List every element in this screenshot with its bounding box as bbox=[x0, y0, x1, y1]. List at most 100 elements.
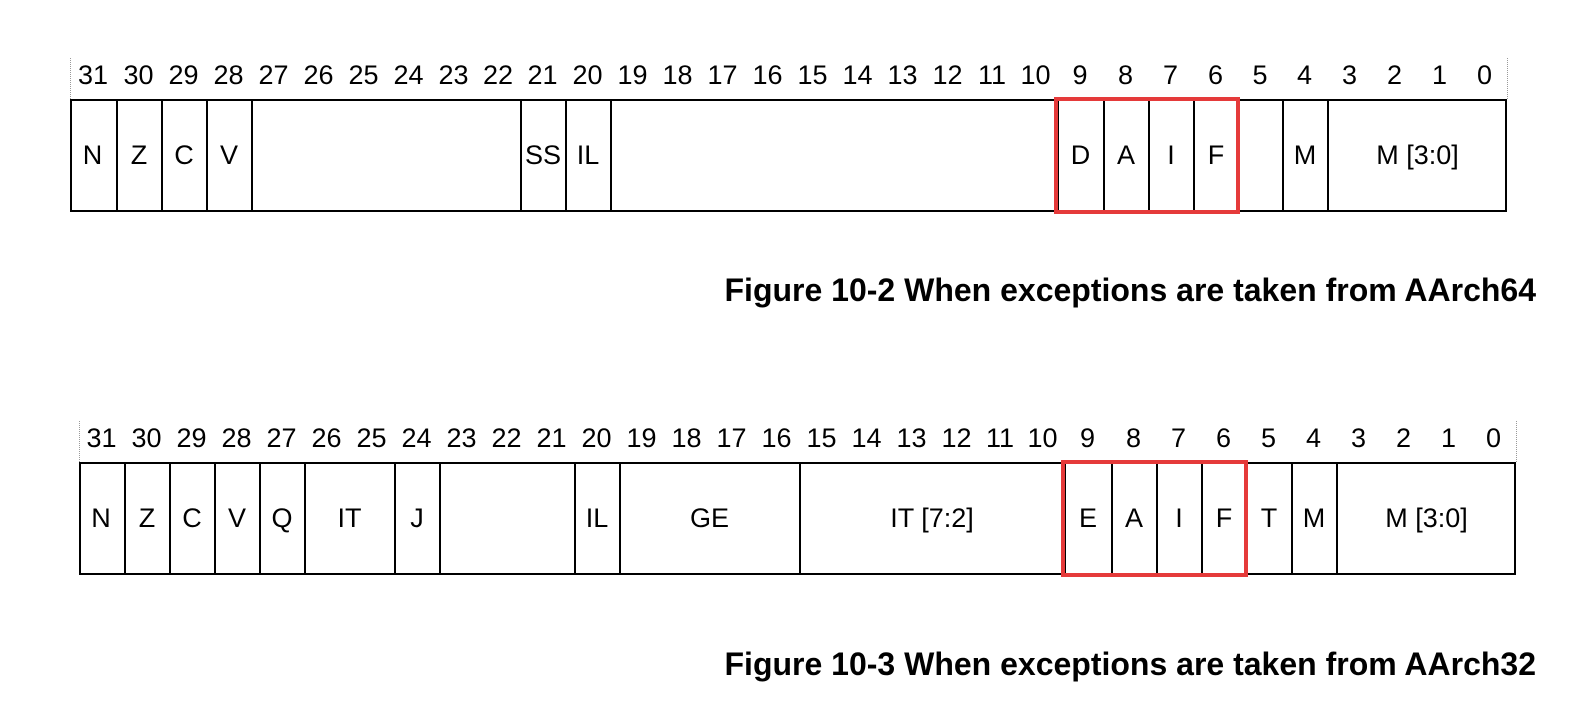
bit-number-27: 27 bbox=[266, 423, 297, 453]
bit-number-31: 31 bbox=[77, 60, 109, 90]
bit-number-21: 21 bbox=[536, 423, 567, 453]
bit-number-7: 7 bbox=[1162, 60, 1179, 90]
field-m-bits-4-4: M bbox=[1290, 464, 1336, 573]
bit-number-7: 7 bbox=[1170, 423, 1187, 453]
bit-number-31: 31 bbox=[86, 423, 117, 453]
field-j-bits-24-24: J bbox=[393, 464, 439, 573]
field-c-bits-29-29: C bbox=[168, 464, 214, 573]
bit-number-9: 9 bbox=[1072, 60, 1088, 90]
field-it-bits-26-25: IT bbox=[303, 464, 394, 573]
bit-number-23: 23 bbox=[438, 60, 469, 90]
bit-number-12: 12 bbox=[941, 423, 972, 453]
bit-number-26: 26 bbox=[303, 60, 334, 90]
field-ss-bits-21-21: SS bbox=[519, 101, 565, 210]
bit-number-21: 21 bbox=[527, 60, 558, 90]
bit-number-8: 8 bbox=[1125, 423, 1142, 453]
bit-number-4: 4 bbox=[1305, 423, 1322, 453]
field-v-bits-28-28: V bbox=[205, 101, 251, 210]
field-t-bits-5-5: T bbox=[1245, 464, 1291, 573]
bit-number-19: 19 bbox=[626, 423, 657, 453]
bit-number-6: 6 bbox=[1207, 60, 1224, 90]
bit-number-2: 2 bbox=[1386, 60, 1403, 90]
field-q-bits-27-27: Q bbox=[258, 464, 304, 573]
field-il-bits-20-20: IL bbox=[564, 101, 610, 210]
field-d-bits-9-9: D bbox=[1056, 101, 1103, 210]
bit-number-15: 15 bbox=[806, 423, 837, 453]
field-i-bits-7-7: I bbox=[1147, 101, 1193, 210]
bit-number-22: 22 bbox=[491, 423, 522, 453]
bit-number-26: 26 bbox=[311, 423, 342, 453]
guide-line bbox=[79, 421, 80, 462]
bit-number-11: 11 bbox=[985, 423, 1015, 453]
guide-line bbox=[70, 58, 71, 99]
field-c-bits-29-29: C bbox=[160, 101, 206, 210]
field-f-bits-6-6: F bbox=[1200, 464, 1246, 573]
field-reserved-bits-5-5 bbox=[1237, 101, 1282, 210]
field-m-3-0-bits-3-0: M [3:0] bbox=[1335, 464, 1516, 573]
bit-number-29: 29 bbox=[168, 60, 199, 90]
bit-number-22: 22 bbox=[482, 60, 514, 90]
bit-number-12: 12 bbox=[932, 60, 963, 90]
bit-number-14: 14 bbox=[851, 423, 882, 453]
bit-number-9: 9 bbox=[1079, 423, 1096, 453]
figure-caption: Figure 10-2 When exceptions are taken fr… bbox=[724, 272, 1537, 308]
bit-number-30: 30 bbox=[131, 423, 162, 453]
bit-number-17: 17 bbox=[707, 60, 738, 90]
bit-number-28: 28 bbox=[221, 423, 252, 453]
bit-number-13: 13 bbox=[896, 423, 927, 453]
bit-number-20: 20 bbox=[581, 423, 612, 453]
bit-number-3: 3 bbox=[1341, 60, 1358, 90]
field-v-bits-28-28: V bbox=[213, 464, 259, 573]
bit-number-10: 10 bbox=[1020, 60, 1051, 90]
bit-number-20: 20 bbox=[572, 60, 603, 90]
bit-number-3: 3 bbox=[1350, 423, 1367, 453]
bit-number-18: 18 bbox=[671, 423, 702, 453]
bit-number-25: 25 bbox=[356, 423, 387, 453]
bit-number-24: 24 bbox=[393, 60, 424, 90]
bit-number-16: 16 bbox=[761, 423, 792, 453]
field-il-bits-20-20: IL bbox=[573, 464, 619, 573]
bit-number-28: 28 bbox=[213, 60, 244, 90]
field-z-bits-30-30: Z bbox=[115, 101, 161, 210]
bit-number-10: 10 bbox=[1027, 423, 1058, 453]
field-ge-bits-19-16: GE bbox=[618, 464, 799, 573]
bit-number-16: 16 bbox=[752, 60, 783, 90]
field-reserved-bits-19-10 bbox=[609, 101, 1057, 210]
field-reserved-bits-23-21 bbox=[438, 464, 574, 573]
field-n-bits-31-31: N bbox=[82, 140, 103, 170]
bit-number-24: 24 bbox=[401, 423, 432, 453]
bit-number-5: 5 bbox=[1252, 60, 1268, 90]
bit-number-30: 30 bbox=[123, 60, 154, 90]
field-m-3-0-bits-3-0: M [3:0] bbox=[1326, 101, 1507, 210]
bit-number-25: 25 bbox=[348, 60, 379, 90]
bit-number-8: 8 bbox=[1117, 60, 1134, 90]
bit-number-17: 17 bbox=[716, 423, 747, 453]
guide-line bbox=[1516, 421, 1517, 462]
bit-number-19: 19 bbox=[617, 60, 648, 90]
field-i-bits-7-7: I bbox=[1155, 464, 1201, 573]
bit-number-11: 11 bbox=[977, 60, 1007, 90]
bit-number-18: 18 bbox=[662, 60, 693, 90]
bit-number-5: 5 bbox=[1260, 423, 1277, 453]
field-m-bits-4-4: M bbox=[1281, 101, 1327, 210]
field-reserved-bits-27-22 bbox=[250, 101, 520, 210]
bit-number-1: 1 bbox=[1431, 60, 1448, 90]
field-z-bits-30-30: Z bbox=[123, 464, 169, 573]
bit-number-1: 1 bbox=[1440, 423, 1457, 453]
bit-number-14: 14 bbox=[842, 60, 873, 90]
bit-number-15: 15 bbox=[797, 60, 828, 90]
field-a-bits-8-8: A bbox=[1102, 101, 1148, 210]
field-it-7-2-bits-15-10: IT [7:2] bbox=[798, 464, 1064, 573]
field-e-bits-9-9: E bbox=[1063, 464, 1111, 573]
figure-caption: Figure 10-3 When exceptions are taken fr… bbox=[724, 646, 1537, 682]
guide-line bbox=[1507, 58, 1508, 99]
bit-number-0: 0 bbox=[1485, 423, 1502, 453]
bit-number-13: 13 bbox=[887, 60, 918, 90]
bit-number-4: 4 bbox=[1296, 60, 1313, 90]
field-f-bits-6-6: F bbox=[1192, 101, 1238, 210]
bit-number-2: 2 bbox=[1395, 423, 1412, 453]
bit-number-6: 6 bbox=[1215, 423, 1232, 453]
bit-number-27: 27 bbox=[258, 60, 289, 90]
